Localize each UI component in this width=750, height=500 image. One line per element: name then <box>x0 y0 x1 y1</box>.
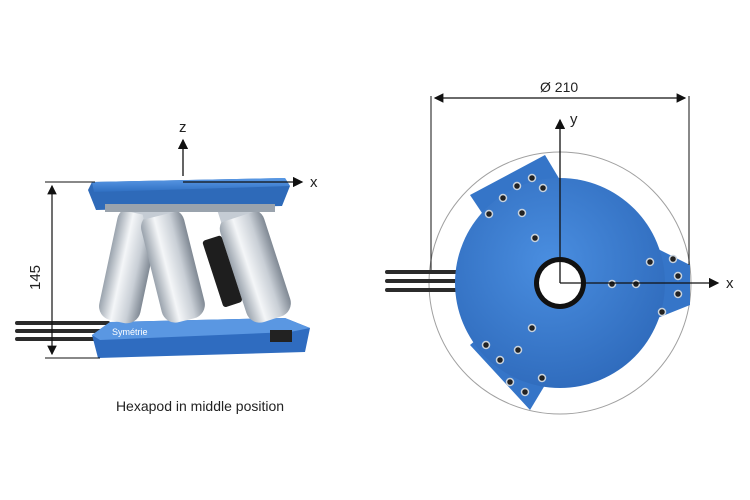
side-cables <box>15 321 110 341</box>
hexapod-struts <box>99 192 291 324</box>
side-x-axis-label: x <box>310 174 318 191</box>
top-x-axis-label: x <box>726 275 734 292</box>
bolt-holes <box>481 173 683 397</box>
side-view-caption: Hexapod in middle position <box>115 398 285 414</box>
top-view: y x Ø 210 <box>385 79 734 415</box>
base-plate <box>92 318 310 358</box>
z-axis-label: z <box>179 119 187 136</box>
height-dimension-label: 145 <box>27 265 44 290</box>
height-dimension <box>45 181 100 359</box>
diameter-dimension <box>430 93 690 270</box>
brand-label: Symétrie <box>112 327 148 337</box>
side-view: Symétrie z x 145 <box>15 119 318 359</box>
y-axis-label: y <box>570 111 578 128</box>
diameter-dimension-label: Ø 210 <box>540 79 578 95</box>
top-platform <box>88 178 290 212</box>
top-cables <box>385 270 460 292</box>
